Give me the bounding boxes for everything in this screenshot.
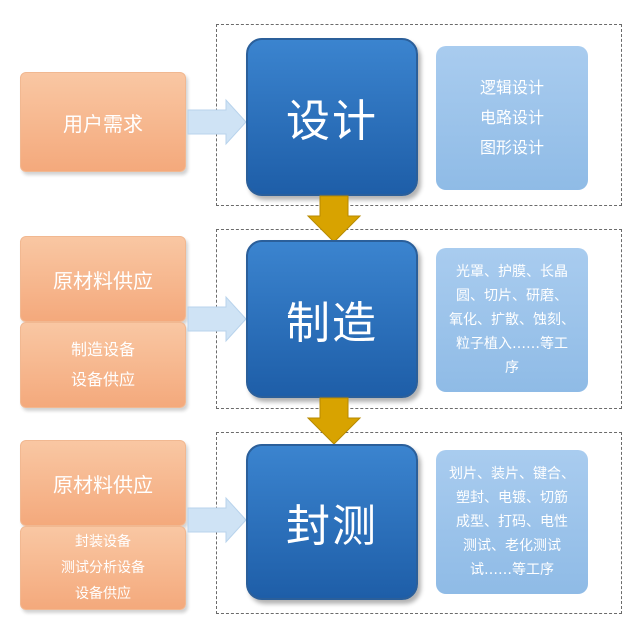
manufacturing-to-packaging-arrow: [306, 397, 362, 445]
manufacturing-stage-box: 制造: [246, 240, 418, 398]
design-stage-box: 设计: [246, 38, 418, 196]
manufacturing-raw-material-box: 原材料供应: [20, 236, 186, 322]
manufacturing-details-box: 光罩、护膜、长晶 圆、切片、研磨、 氧化、扩散、蚀刻、 粒子植入……等工 序: [436, 248, 588, 392]
manufacturing-input-arrow: [187, 295, 247, 343]
user-requirement-box: 用户需求: [20, 72, 186, 172]
packaging-input-arrow: [187, 496, 247, 544]
packaging-stage-box: 封测: [246, 444, 418, 600]
design-input-arrow: [187, 98, 247, 146]
packaging-raw-material-box: 原材料供应: [20, 440, 186, 526]
design-to-manufacturing-arrow: [306, 195, 362, 243]
packaging-details-box: 划片、装片、键合、 塑封、电镀、切筋 成型、打码、电性 测试、老化测试 试……等…: [436, 450, 588, 594]
packaging-equipment-box: 封装设备 测试分析设备 设备供应: [20, 526, 186, 610]
design-details-box: 逻辑设计 电路设计 图形设计: [436, 46, 588, 190]
manufacturing-equipment-box: 制造设备 设备供应: [20, 322, 186, 408]
